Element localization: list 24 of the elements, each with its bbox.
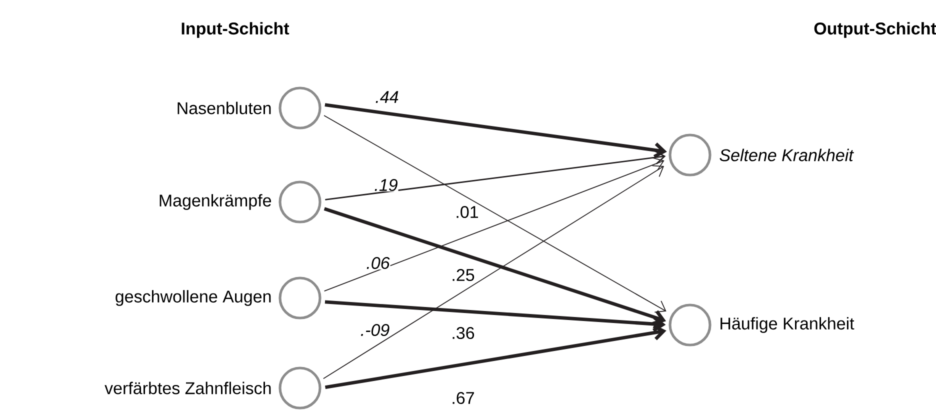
edge-label: .67 xyxy=(450,392,476,405)
arrow xyxy=(324,157,664,292)
arrow xyxy=(324,115,666,313)
edge-label: .19 xyxy=(374,178,398,192)
arrow xyxy=(324,103,667,158)
edge-label: .25 xyxy=(450,268,476,282)
node-label: geschwollene Augen xyxy=(116,290,271,306)
layer-heading: Output-Schicht xyxy=(814,22,936,38)
node-label: verfärbtes Zahnfleisch xyxy=(104,382,271,394)
node-label: Magenkrämpfe xyxy=(160,194,272,210)
arrow xyxy=(322,165,664,380)
edge-label: .01 xyxy=(454,205,480,219)
arrow xyxy=(325,150,666,200)
edge-label: .44 xyxy=(374,90,400,104)
edge-label: .36 xyxy=(450,326,476,340)
arrow xyxy=(324,207,666,326)
arrow xyxy=(324,300,666,332)
node-label: Seltene Krankheit xyxy=(720,148,854,162)
layer-heading: Input-Schicht xyxy=(182,22,290,38)
arrow xyxy=(324,324,666,390)
node-label: Häufige Krankheit xyxy=(720,317,854,333)
edge-label: .-09 xyxy=(360,324,390,337)
node-label: Nasenbluten xyxy=(178,102,271,114)
edge-label: .06 xyxy=(366,256,390,270)
